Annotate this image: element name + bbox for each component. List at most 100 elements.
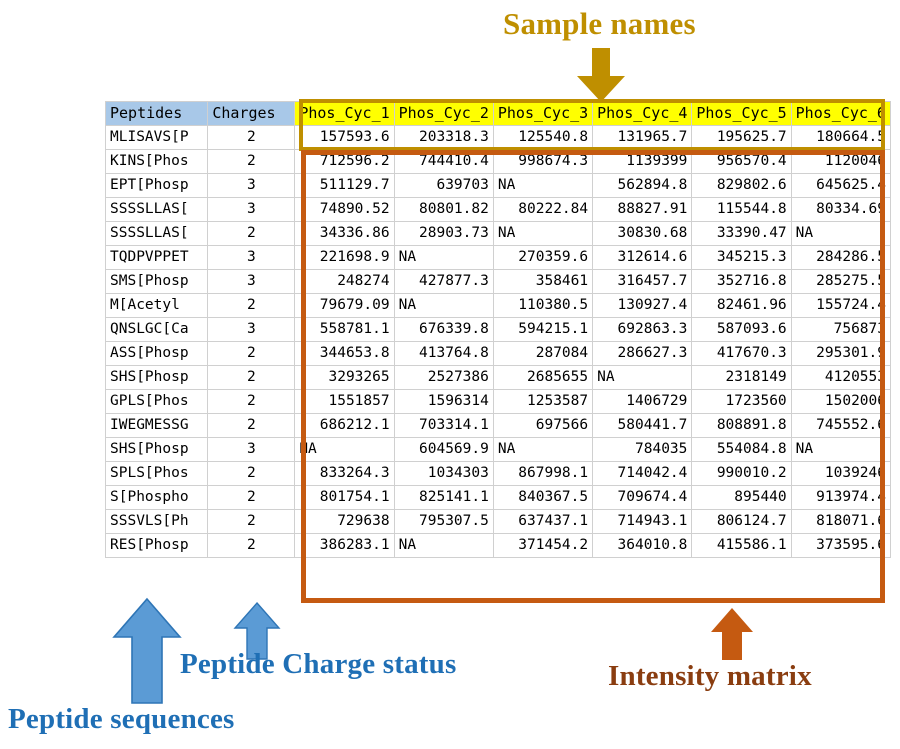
cell-intensity[interactable]: 990010.2 xyxy=(691,461,792,486)
cell-intensity[interactable]: 286627.3 xyxy=(592,341,693,366)
cell-peptide[interactable]: SSSVLS[Ph xyxy=(104,509,209,534)
cell-intensity[interactable]: 825141.1 xyxy=(393,485,494,510)
cell-intensity[interactable]: 639703 xyxy=(393,173,494,198)
cell-intensity[interactable]: 604569.9 xyxy=(393,437,494,462)
cell-charge[interactable]: 3 xyxy=(207,317,296,342)
cell-intensity[interactable]: 1034303 xyxy=(393,461,494,486)
cell-intensity[interactable]: 3293265 xyxy=(294,365,395,390)
cell-intensity[interactable]: 345215.3 xyxy=(691,245,792,270)
cell-intensity[interactable]: 88827.91 xyxy=(592,197,693,222)
column-header-sample-5[interactable]: Phos_Cyc_5 xyxy=(691,101,792,126)
cell-intensity[interactable]: 415586.1 xyxy=(691,533,792,558)
cell-intensity[interactable]: 745552.6 xyxy=(790,413,892,438)
cell-peptide[interactable]: SPLS[Phos xyxy=(104,461,209,486)
cell-intensity[interactable]: 358461 xyxy=(492,269,594,294)
cell-intensity[interactable]: 413764.8 xyxy=(393,341,494,366)
cell-intensity[interactable]: 1406729 xyxy=(592,389,693,414)
cell-charge[interactable]: 2 xyxy=(207,125,296,150)
cell-intensity[interactable]: 386283.1 xyxy=(294,533,395,558)
cell-intensity[interactable]: 637437.1 xyxy=(492,509,594,534)
cell-intensity[interactable]: 714943.1 xyxy=(592,509,693,534)
cell-intensity[interactable]: 1596314 xyxy=(393,389,494,414)
cell-peptide[interactable]: SSSSLLAS[ xyxy=(104,221,209,246)
cell-intensity[interactable]: 417670.3 xyxy=(691,341,792,366)
cell-intensity[interactable]: 312614.6 xyxy=(592,245,693,270)
cell-intensity[interactable]: 74890.52 xyxy=(294,197,395,222)
cell-intensity[interactable]: 1120046 xyxy=(790,149,892,174)
cell-peptide[interactable]: SHS[Phosp xyxy=(104,365,209,390)
cell-intensity[interactable]: 956570.4 xyxy=(691,149,792,174)
cell-intensity[interactable]: 818071.6 xyxy=(790,509,892,534)
cell-intensity[interactable]: 867998.1 xyxy=(492,461,594,486)
cell-peptide[interactable]: S[Phospho xyxy=(104,485,209,510)
cell-intensity[interactable]: 364010.8 xyxy=(592,533,693,558)
cell-peptide[interactable]: SSSSLLAS[ xyxy=(104,197,209,222)
column-header-charges[interactable]: Charges xyxy=(207,101,296,126)
cell-intensity[interactable]: 427877.3 xyxy=(393,269,494,294)
cell-intensity[interactable]: 712596.2 xyxy=(294,149,395,174)
cell-intensity[interactable]: 203318.3 xyxy=(393,125,494,150)
cell-peptide[interactable]: IWEGMESSG xyxy=(104,413,209,438)
cell-intensity[interactable]: 833264.3 xyxy=(294,461,395,486)
cell-charge[interactable]: 3 xyxy=(207,197,296,222)
cell-intensity[interactable]: 587093.6 xyxy=(691,317,792,342)
cell-intensity[interactable]: 913974.4 xyxy=(790,485,892,510)
cell-intensity[interactable]: 82461.96 xyxy=(691,293,792,318)
cell-charge[interactable]: 2 xyxy=(207,293,296,318)
column-header-sample-6[interactable]: Phos_Cyc_6 xyxy=(790,101,892,126)
cell-intensity[interactable]: 801754.1 xyxy=(294,485,395,510)
cell-intensity[interactable]: 248274 xyxy=(294,269,395,294)
cell-intensity[interactable]: NA xyxy=(492,221,594,246)
cell-intensity[interactable]: 157593.6 xyxy=(294,125,395,150)
cell-intensity[interactable]: 4120553 xyxy=(790,365,892,390)
cell-peptide[interactable]: SHS[Phosp xyxy=(104,437,209,462)
column-header-peptides[interactable]: Peptides xyxy=(104,101,209,126)
cell-intensity[interactable]: 180664.5 xyxy=(790,125,892,150)
cell-charge[interactable]: 2 xyxy=(207,221,296,246)
cell-intensity[interactable]: NA xyxy=(790,221,892,246)
cell-intensity[interactable]: 580441.7 xyxy=(592,413,693,438)
cell-intensity[interactable]: 285275.5 xyxy=(790,269,892,294)
cell-intensity[interactable]: 195625.7 xyxy=(691,125,792,150)
cell-intensity[interactable]: 806124.7 xyxy=(691,509,792,534)
cell-intensity[interactable]: 371454.2 xyxy=(492,533,594,558)
cell-intensity[interactable]: 1253587 xyxy=(492,389,594,414)
cell-peptide[interactable]: EPT[Phosp xyxy=(104,173,209,198)
cell-intensity[interactable]: 703314.1 xyxy=(393,413,494,438)
column-header-sample-1[interactable]: Phos_Cyc_1 xyxy=(294,101,395,126)
cell-intensity[interactable]: 511129.7 xyxy=(294,173,395,198)
cell-charge[interactable]: 2 xyxy=(207,389,296,414)
cell-peptide[interactable]: GPLS[Phos xyxy=(104,389,209,414)
cell-intensity[interactable]: 1139399 xyxy=(592,149,693,174)
cell-intensity[interactable]: 784035 xyxy=(592,437,693,462)
column-header-sample-3[interactable]: Phos_Cyc_3 xyxy=(492,101,594,126)
cell-intensity[interactable]: 697566 xyxy=(492,413,594,438)
cell-intensity[interactable]: 2527386 xyxy=(393,365,494,390)
cell-intensity[interactable]: 80222.84 xyxy=(492,197,594,222)
cell-intensity[interactable]: 352716.8 xyxy=(691,269,792,294)
cell-peptide[interactable]: TQDPVPPET xyxy=(104,245,209,270)
cell-intensity[interactable]: 829802.6 xyxy=(691,173,792,198)
cell-intensity[interactable]: 1502006 xyxy=(790,389,892,414)
cell-intensity[interactable]: 79679.09 xyxy=(294,293,395,318)
cell-intensity[interactable]: 316457.7 xyxy=(592,269,693,294)
cell-intensity[interactable]: 33390.47 xyxy=(691,221,792,246)
cell-peptide[interactable]: MLISAVS[P xyxy=(104,125,209,150)
cell-intensity[interactable]: 562894.8 xyxy=(592,173,693,198)
cell-intensity[interactable]: 1551857 xyxy=(294,389,395,414)
cell-charge[interactable]: 3 xyxy=(207,269,296,294)
cell-intensity[interactable]: 34336.86 xyxy=(294,221,395,246)
cell-intensity[interactable]: NA xyxy=(492,437,594,462)
cell-intensity[interactable]: NA xyxy=(294,437,395,462)
